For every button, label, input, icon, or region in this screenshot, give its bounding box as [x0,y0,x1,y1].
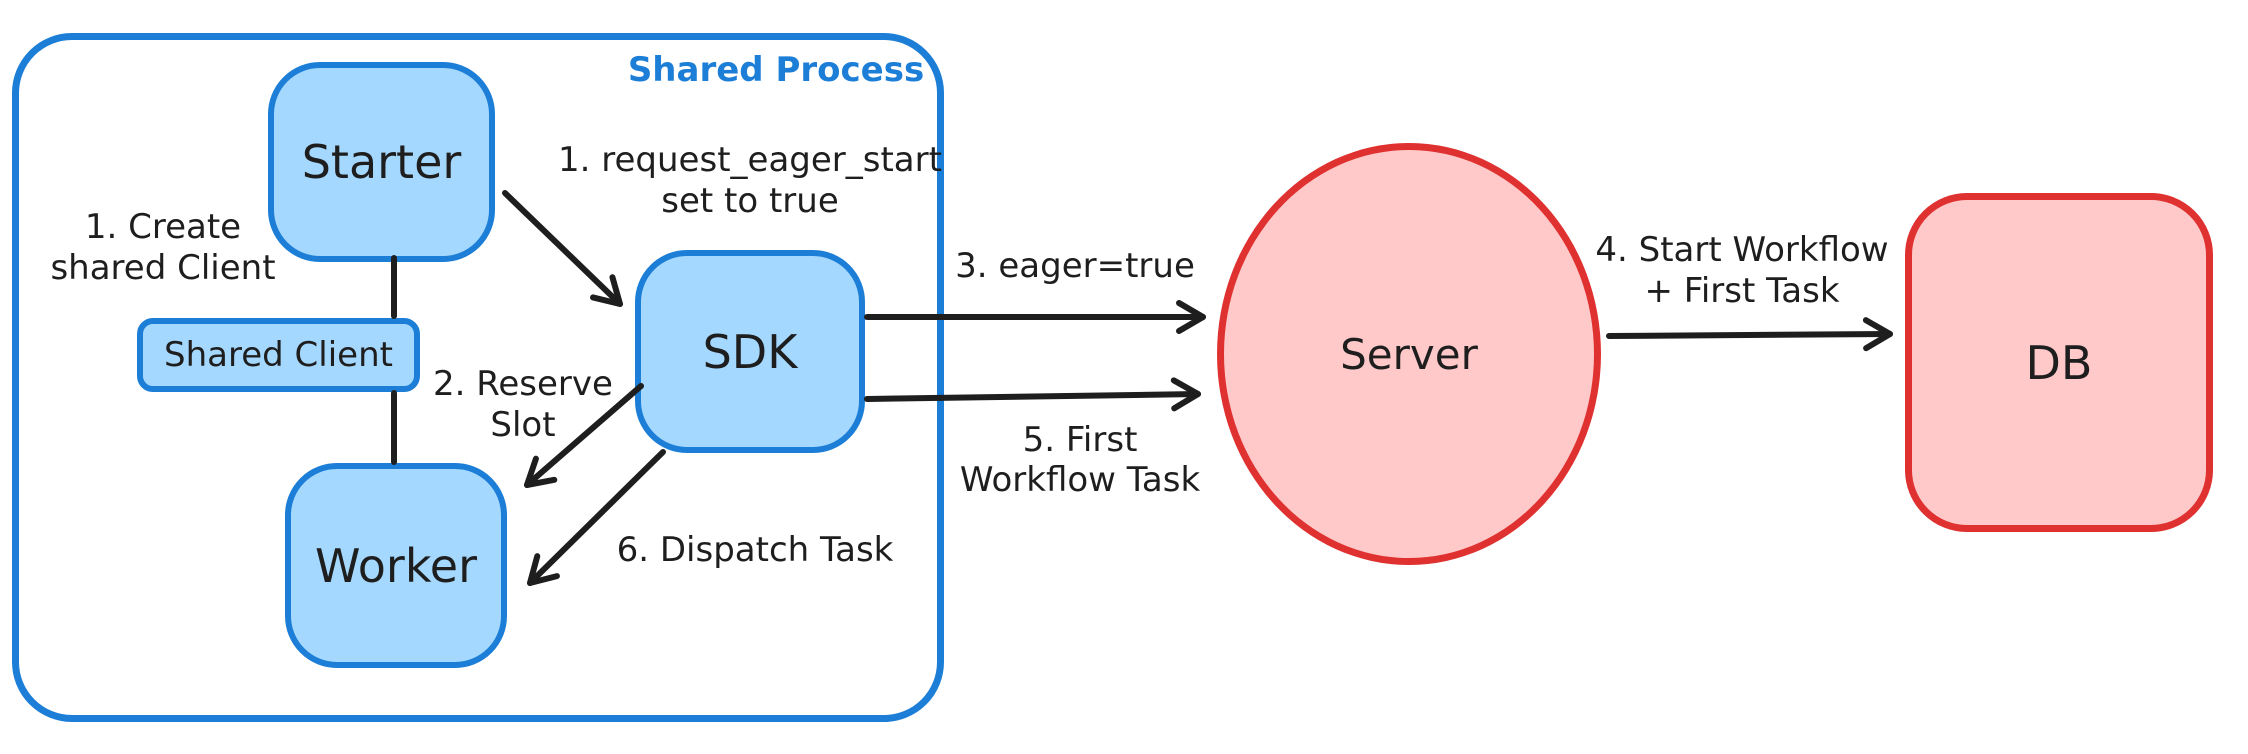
label-first-workflow-task: 5. First Workflow Task [950,420,1210,500]
label-first-workflow-task-line1: 5. First [1022,420,1138,460]
node-worker: Worker [285,463,507,668]
label-request-eager-start: 1. request_eager_start set to true [540,140,960,222]
sdk-label: SDK [702,324,798,379]
label-eager-true: 3. eager=true [955,246,1195,286]
label-create-shared-client-line1: 1. Create [84,207,242,247]
label-reserve-slot-line2: Slot [490,405,556,445]
label-create-shared-client: 1. Create shared Client [33,207,293,289]
label-request-eager-start-line2: set to true [661,181,839,221]
shared-process-label: Shared Process [627,50,925,90]
shared-client-label: Shared Client [164,335,393,375]
label-request-eager-start-line1: 1. request_eager_start [558,140,942,180]
label-start-workflow-line2: + First Task [1644,271,1840,311]
label-dispatch-task: 6. Dispatch Task [616,530,894,570]
server-label: Server [1340,329,1478,379]
label-create-shared-client-line2: shared Client [50,248,276,288]
label-first-workflow-task-line2: Workflow Task [959,460,1201,500]
db-label: DB [2025,335,2093,390]
shared-process-container [12,33,944,722]
starter-label: Starter [301,135,462,189]
worker-label: Worker [314,538,478,593]
arrow-server-to-db [1606,317,1893,352]
label-reserve-slot: 2. Reserve Slot [413,364,633,446]
node-shared-client: Shared Client [137,318,420,392]
node-sdk: SDK [635,250,865,453]
node-server-ellipse: Server [1217,143,1601,565]
node-db: DB [1905,193,2213,532]
label-reserve-slot-line1: 2. Reserve [433,364,613,404]
node-starter: Starter [268,62,495,262]
label-start-workflow: 4. Start Workflow + First Task [1582,230,1902,312]
label-start-workflow-line1: 4. Start Workflow [1595,230,1889,270]
